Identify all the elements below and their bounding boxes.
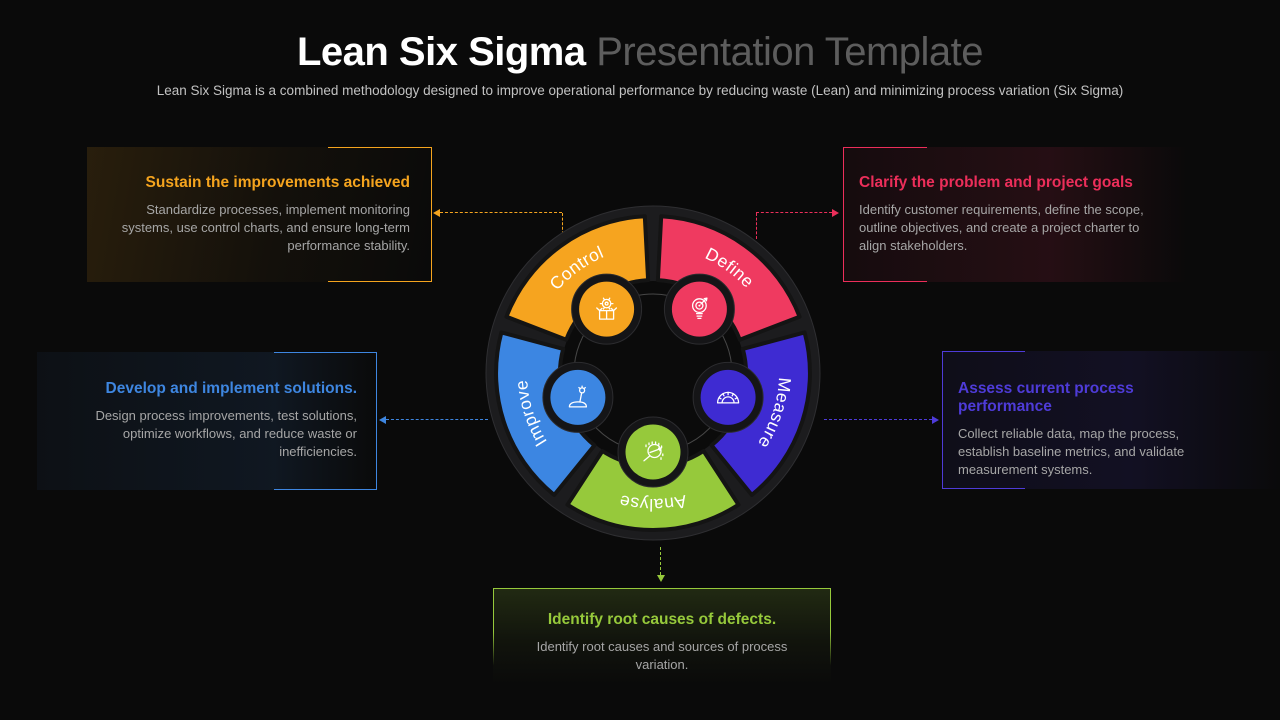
gear-box-icon <box>596 297 618 320</box>
callout-define-title: Clarify the problem and project goals <box>859 174 1133 191</box>
connector-analyse-arrowhead <box>657 575 665 582</box>
connector-define-line-h <box>756 212 832 213</box>
callout-improve: Develop and implement solutions. Design … <box>37 352 377 490</box>
callout-define-body: Identify customer requirements, define t… <box>859 202 1144 253</box>
connector-measure-line-h <box>824 419 932 420</box>
callout-define: Clarify the problem and project goals Id… <box>843 147 1188 282</box>
callout-measure-title: Assess current process performance <box>958 380 1134 415</box>
bulb-target-icon <box>691 297 708 320</box>
page-title: Lean Six Sigma Presentation Template <box>0 30 1280 74</box>
joystick-icon <box>568 385 588 408</box>
badge-analyse <box>617 416 689 488</box>
badge-define <box>663 273 735 345</box>
connector-improve-line-h <box>386 419 488 420</box>
connector-control-line-h <box>440 212 562 213</box>
callout-analyse: Identify root causes of defects. Identif… <box>493 588 831 685</box>
callout-improve-title: Develop and implement solutions. <box>105 380 357 397</box>
connector-analyse-line-v <box>660 547 661 575</box>
connector-define-arrowhead <box>832 209 839 217</box>
callout-measure: Assess current process performance Colle… <box>942 351 1280 489</box>
badge-control <box>571 273 643 345</box>
subtitle: Lean Six Sigma is a combined methodology… <box>156 83 1124 98</box>
badge-improve <box>542 361 614 433</box>
dmaic-wheel: Control Define Measure Analyse Improve <box>485 205 821 541</box>
magnifier-data-icon <box>643 441 664 462</box>
connector-control-line-v <box>562 213 563 239</box>
connector-define-line-v <box>756 213 757 239</box>
callout-analyse-body: Identify root causes and sources of proc… <box>536 639 788 672</box>
callout-analyse-title: Identify root causes of defects. <box>547 611 777 628</box>
callout-control-title: Sustain the improvements achieved <box>145 174 410 191</box>
header: Lean Six Sigma Presentation Template Lea… <box>0 30 1280 98</box>
callout-control-body: Standardize processes, implement monitor… <box>121 202 410 253</box>
callout-measure-body: Collect reliable data, map the process, … <box>958 426 1185 477</box>
connector-control-arrowhead <box>433 209 440 217</box>
connector-improve-arrowhead <box>379 416 386 424</box>
title-highlight: Lean Six Sigma <box>296 30 586 74</box>
connector-measure-arrowhead <box>932 416 939 424</box>
title-rest: Presentation Template <box>596 30 984 74</box>
callout-control: Sustain the improvements achieved Standa… <box>87 147 432 282</box>
segment-label-analyse: Analyse <box>617 491 688 515</box>
badge-measure <box>692 361 764 433</box>
callout-improve-body: Design process improvements, test soluti… <box>95 408 357 459</box>
protractor-icon <box>716 391 740 404</box>
